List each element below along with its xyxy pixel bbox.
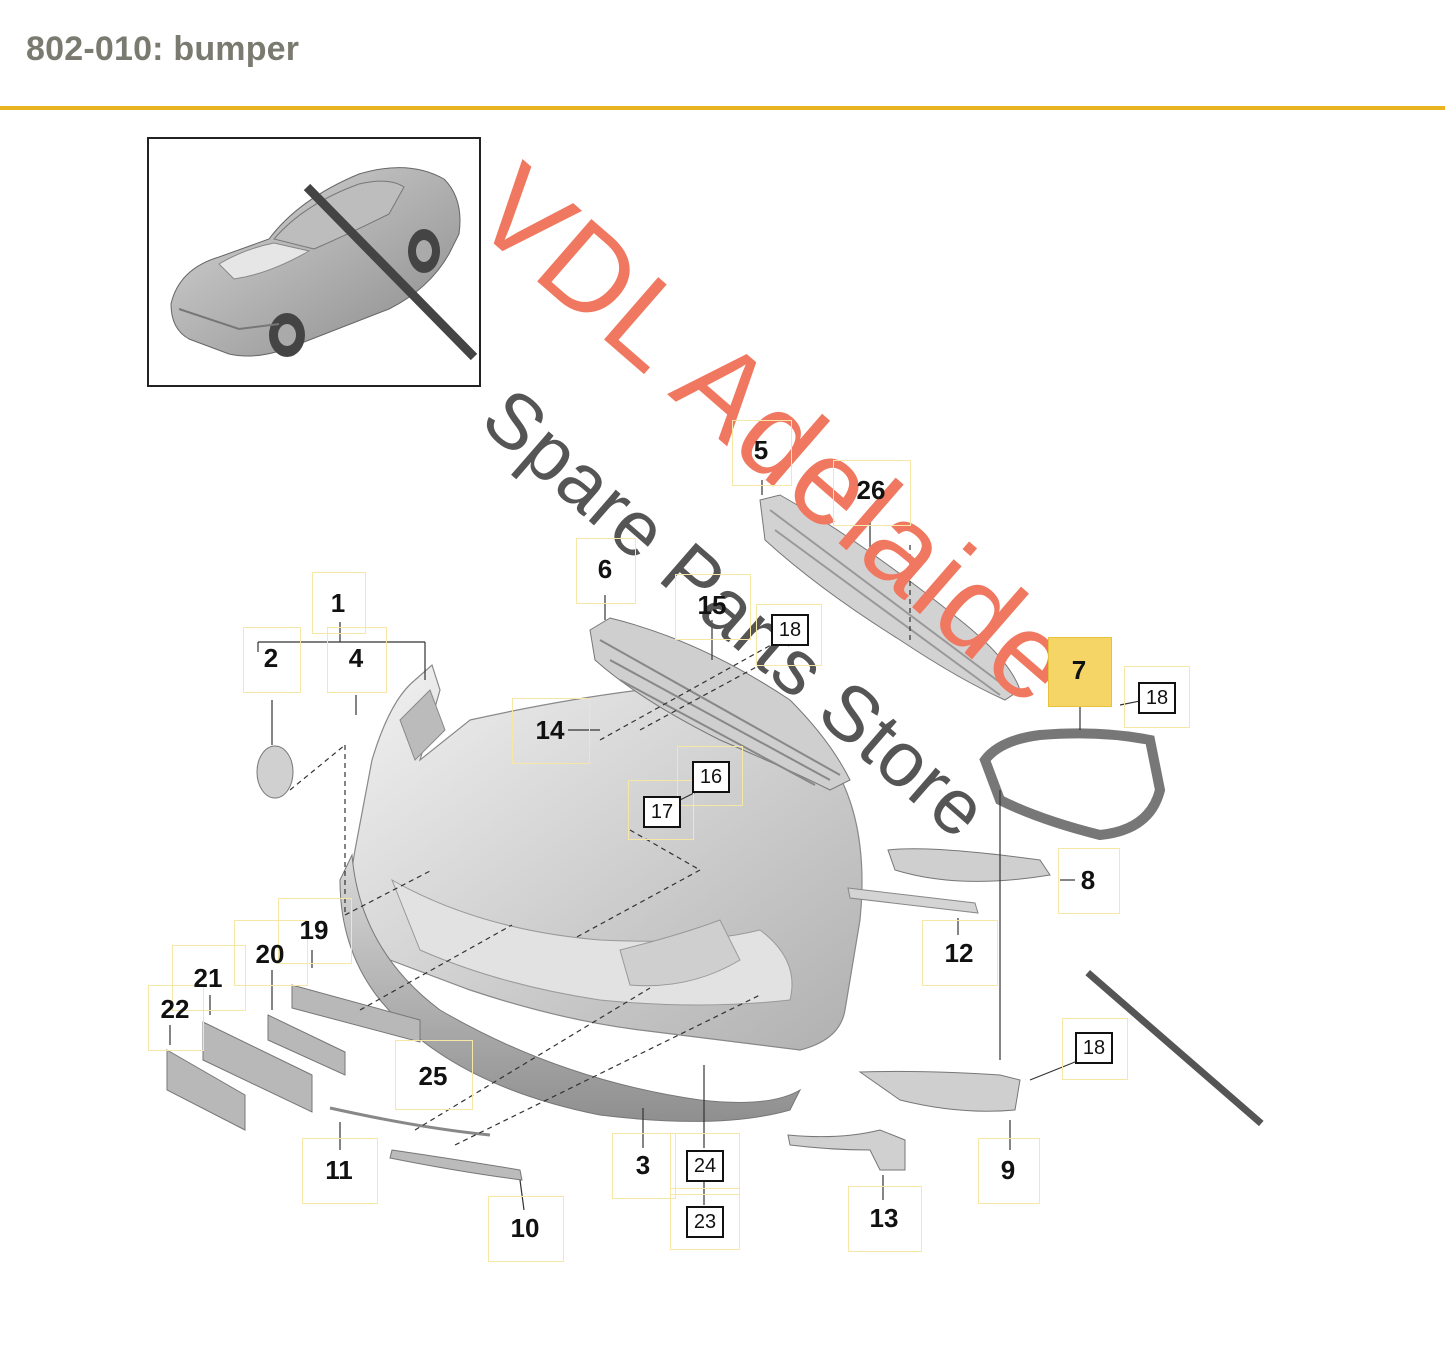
callout-frame-25 [395, 1040, 473, 1110]
callout-frame-13 [848, 1186, 922, 1252]
thumbnail-strike-line [303, 183, 478, 361]
callout-14[interactable]: 14 [535, 715, 565, 745]
lower-grille [858, 1070, 1021, 1112]
bumper-cover [344, 663, 863, 1051]
callout-18-right[interactable]: 18 [1138, 682, 1176, 714]
callout-frame-7 [1048, 637, 1112, 707]
callout-frame-22 [148, 985, 204, 1051]
spoiler-lip [339, 853, 802, 1122]
callout-19[interactable]: 19 [299, 915, 329, 945]
callout-frame-2 [243, 627, 301, 693]
callout-12[interactable]: 12 [944, 938, 974, 968]
callout-frame-3 [612, 1133, 676, 1199]
callout-4[interactable]: 4 [348, 643, 364, 673]
callout-10[interactable]: 10 [510, 1213, 540, 1243]
callout-frame-5 [732, 420, 792, 486]
callout-17[interactable]: 17 [643, 796, 681, 828]
callout-1[interactable]: 1 [330, 588, 346, 618]
callout-frame-16 [677, 746, 743, 806]
callout-frame-14 [512, 698, 590, 764]
header-divider [0, 106, 1445, 110]
callout-7[interactable]: 7 [1071, 655, 1087, 685]
callout-25[interactable]: 25 [418, 1061, 448, 1091]
grille-center [589, 617, 851, 791]
vehicle-thumbnail [147, 137, 481, 387]
air-guide [979, 728, 1166, 841]
callout-15[interactable]: 15 [697, 590, 727, 620]
callout-11[interactable]: 11 [325, 1155, 353, 1185]
callout-frame-21 [172, 945, 246, 1011]
callout-frame-20 [234, 920, 308, 986]
car-illustration [170, 167, 478, 361]
cross-member [759, 494, 1021, 701]
callout-frame-8 [1058, 848, 1120, 914]
callout-9[interactable]: 9 [1000, 1155, 1016, 1185]
page-header: 802-010: bumper [0, 0, 1445, 110]
callout-frame-23 [670, 1188, 740, 1250]
callout-frame-18a [756, 604, 822, 666]
callout-24[interactable]: 24 [686, 1150, 724, 1182]
callout-frame-24 [670, 1133, 740, 1195]
callout-frame-12 [922, 920, 998, 986]
strip-19 [291, 984, 421, 1043]
callout-frame-11 [302, 1138, 378, 1204]
callout-2[interactable]: 2 [263, 643, 279, 673]
callout-21[interactable]: 21 [193, 963, 223, 993]
callout-frame-1 [312, 572, 366, 634]
callout-23[interactable]: 23 [686, 1206, 724, 1238]
callout-13[interactable]: 13 [869, 1203, 899, 1233]
callout-18-top[interactable]: 18 [771, 614, 809, 646]
page-title: 802-010: bumper [26, 30, 300, 68]
bracket-13 [787, 1129, 906, 1171]
callout-frame-6 [576, 538, 636, 604]
strip-22 [166, 1049, 246, 1131]
strip-11 [329, 1106, 491, 1137]
strip-10 [389, 1149, 523, 1181]
callout-frame-9 [978, 1138, 1040, 1204]
callout-16[interactable]: 16 [692, 761, 730, 793]
callout-frame-18b [1124, 666, 1190, 728]
callout-22[interactable]: 22 [160, 994, 190, 1024]
callout-20[interactable]: 20 [255, 939, 285, 969]
side-grille [887, 848, 1051, 882]
callout-frame-17 [628, 780, 694, 840]
trim-strip-12 [847, 887, 979, 914]
callout-3[interactable]: 3 [635, 1150, 651, 1180]
callout-frame-10 [488, 1196, 564, 1262]
tow-hook-cover [256, 745, 294, 799]
callout-frame-4 [327, 627, 387, 693]
callout-18-bottom[interactable]: 18 [1075, 1032, 1113, 1064]
callout-6[interactable]: 6 [597, 554, 613, 584]
callout-26[interactable]: 26 [856, 475, 886, 505]
callout-frame-15 [675, 574, 751, 640]
callout-frame-26 [833, 460, 911, 526]
callout-8[interactable]: 8 [1080, 865, 1096, 895]
callout-5[interactable]: 5 [753, 435, 769, 465]
callout-frame-18c [1062, 1018, 1128, 1080]
callout-frame-19 [278, 898, 352, 964]
strip-20 [267, 1014, 346, 1076]
assembly-lines [289, 545, 911, 1146]
